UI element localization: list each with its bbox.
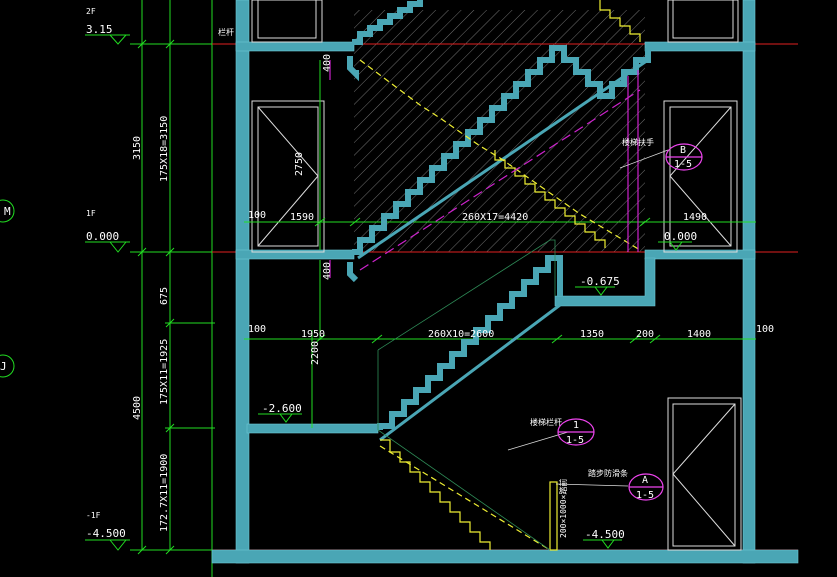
dim-400-a: 400: [322, 54, 333, 72]
level-elev-b1: -4.500: [86, 527, 126, 540]
callout-b-top: B: [680, 145, 686, 156]
dim-upper-2: 260X17=4420: [462, 212, 528, 223]
note-step-nosing: 踏步防滑条: [588, 468, 628, 478]
hatched-stair-zone: [354, 10, 645, 252]
walls: [211, 0, 799, 564]
callout-1-top: 1: [573, 420, 579, 431]
level-elev-2f: 3.15: [86, 23, 113, 36]
dim-upper-1: 1590: [290, 212, 314, 223]
callout-bubbles: [557, 143, 703, 501]
landing-elev-m2600: -2.600: [262, 402, 302, 415]
level-tag-b1: -1F: [86, 511, 101, 520]
dim-2750: 2750: [294, 152, 305, 176]
callout-a-bottom: 1-5: [636, 490, 654, 501]
level-markers-left: [85, 34, 130, 551]
axis-bubbles: [0, 199, 15, 378]
callout-b-bottom: 1-5: [674, 159, 692, 170]
dim-lower-5: 1400: [687, 329, 711, 340]
axis-bubble-j: J: [0, 360, 7, 373]
note-railing-upper: 楼梯扶手: [622, 137, 654, 147]
callout-1-bottom: 1-5: [566, 435, 584, 446]
dim-lower-total: 4500: [132, 396, 143, 420]
note-top: 栏杆: [218, 27, 234, 37]
dim-upper-steps: 175X18=3150: [159, 116, 170, 182]
landing-elev-m0675: -0.675: [580, 275, 620, 288]
dim-upper-0: 100: [248, 210, 266, 221]
stair-flights-hidden: [359, 0, 641, 551]
dim-lower-steps2: 172.7X11=1900: [159, 454, 170, 532]
lower-railing-outline: [377, 239, 556, 551]
dim-wall-vertical: 200×1000×踏前: [558, 479, 568, 538]
level-elev-1f: 0.000: [86, 230, 119, 243]
openings: [251, 0, 742, 551]
dim-upper-total: 3150: [132, 136, 143, 160]
level-tag-1f: 1F: [86, 209, 96, 218]
dim-lower-1: 1950: [301, 329, 325, 340]
landing-level-markers: [258, 241, 692, 549]
dim-675: 675: [159, 287, 170, 305]
dim-lower-steps1: 175X11=1925: [159, 339, 170, 405]
dim-lower-4: 200: [636, 329, 654, 340]
dim-2200: 2200: [310, 341, 321, 365]
axis-bubble-m: M: [4, 205, 11, 218]
callout-a-top: A: [642, 475, 648, 486]
dim-lower-3: 1350: [580, 329, 604, 340]
landing-elev-m4500: -4.500: [585, 528, 625, 541]
note-railing-lower: 楼梯栏杆: [530, 417, 562, 427]
level-tag-2f: 2F: [86, 7, 96, 16]
dim-400-b: 400: [322, 262, 333, 280]
dim-lower-2: 260X10=2600: [428, 329, 494, 340]
dim-lower-6: 100: [756, 324, 774, 335]
stair-underside: [357, 58, 649, 442]
dim-upper-3: 1490: [683, 212, 707, 223]
horizontal-dimension-lines: [244, 60, 756, 428]
landing-elev-1f: 0.000: [664, 230, 697, 243]
dim-lower-0: 100: [248, 324, 266, 335]
left-dimension-rail: [130, 0, 215, 577]
